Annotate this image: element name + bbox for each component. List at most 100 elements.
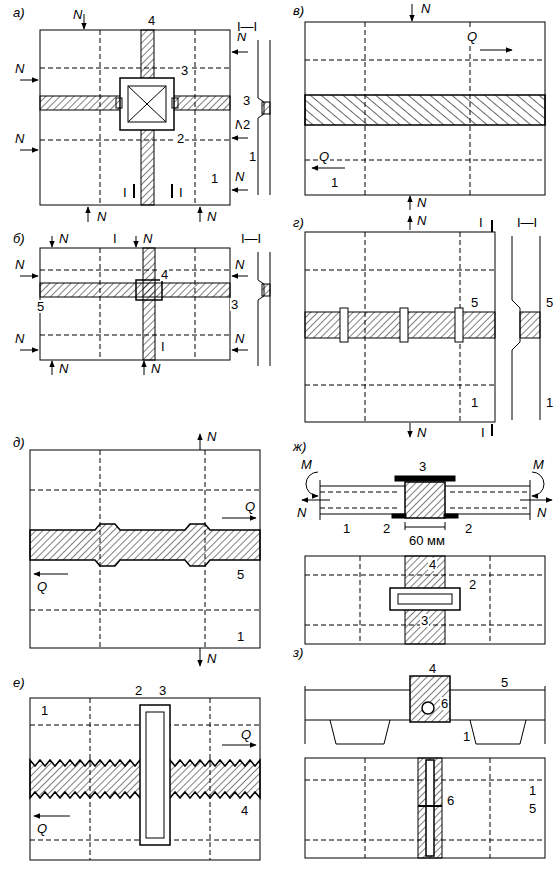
drawing-path [532,472,544,496]
callout-label: 2 [176,132,185,145]
callout-label: N [296,506,307,519]
drawing-line [171,184,173,198]
callout-label: I [478,216,484,229]
drawing-line [40,270,230,271]
drawing-line [195,30,196,205]
callout-label: N [58,232,69,245]
drawing-path [410,676,450,722]
drawing-line [450,508,530,509]
callout-label: M [532,458,545,471]
drawing-path [405,522,445,530]
callout-label: N [206,210,217,223]
callout-label: г) [292,216,305,229]
callout-label: 1 [40,704,49,717]
drawing-line [128,86,166,122]
drawing-rect [305,758,545,858]
drawing-line [20,276,38,277]
callout-label: 3 [158,684,167,697]
drawing-rect [305,556,545,644]
callout-label: Q [318,150,330,163]
callout-label: Q [36,580,48,593]
callout-label: 5 [470,296,479,309]
drawing-path [30,524,260,566]
drawing-line [34,816,70,817]
callout-label: N [416,196,427,209]
drawing-line [320,508,400,509]
drawing-rect [128,86,166,122]
drawing-path [512,236,540,420]
callout-label: M [300,458,313,471]
drawing-line [88,207,89,222]
drawing-line [305,60,545,61]
callout-label: N [96,210,107,223]
callout-label: 5 [545,296,554,309]
drawing-line [20,150,38,151]
drawing-line [30,610,260,611]
callout-label: Q [244,500,256,513]
callout-label: N [150,362,161,375]
drawing-line [52,361,53,375]
callout-label: 1 [462,730,471,743]
drawing-g [20,236,248,375]
drawing-rect [340,308,348,342]
drawing-g [40,30,230,205]
drawing-line [305,385,495,386]
callout-label: N [14,332,25,345]
callout-label: N [234,332,245,345]
drawing-line [40,68,230,69]
drawing-line [136,236,137,247]
drawing-line [200,648,201,666]
drawing-rect [140,705,170,845]
callout-label: N [14,258,25,271]
drawing-rect [146,712,164,838]
callout-label: N [234,258,245,271]
callout-label: д) [12,436,26,449]
drawing-rect [116,98,122,108]
callout-label: 60 мм [408,534,446,547]
callout-label: 3 [420,614,429,627]
drawing-line [410,216,411,230]
drawing-line [320,492,400,493]
drawing-line [20,350,38,351]
drawing-line [450,492,530,493]
callout-label: е) [12,676,26,689]
callout-label: 4 [240,804,249,817]
callout-label: I [112,232,118,245]
drawing-line [84,14,85,29]
callout-label: 2 [134,684,143,697]
drawing-rect [30,698,260,860]
drawing-line [52,236,53,247]
drawing-line [412,4,413,21]
drawing-g [302,472,552,500]
drawing-rect [400,308,408,342]
drawing-line [34,574,68,575]
callout-label: Q [466,30,478,43]
drawing-g [34,434,256,666]
drawing-g [305,758,545,858]
callout-label: 1 [470,396,479,409]
callout-label: 5 [528,802,537,815]
drawing-line [200,207,201,222]
drawing-line [222,745,256,746]
drawing-rect [395,476,455,481]
drawing-line [232,276,248,277]
drawing-line [490,758,491,858]
callout-label: N [416,214,427,227]
callout-label: 1 [210,172,219,185]
drawing-rect [120,78,174,130]
callout-label: 2 [242,118,251,131]
drawing-line [491,220,493,232]
drawing-rect [390,588,460,610]
drawing-rect [262,102,270,114]
drawing-g [40,248,230,360]
callout-label: N [234,170,245,183]
drawing-line [232,138,248,139]
drawing-line [128,86,166,122]
callout-label: Q [240,728,252,741]
callout-label: 1 [545,396,554,409]
drawing-rect [143,248,155,360]
callout-label: 4 [160,268,169,281]
drawing-path [320,480,530,520]
callout-label: N [14,132,25,145]
drawing-line [100,248,101,360]
